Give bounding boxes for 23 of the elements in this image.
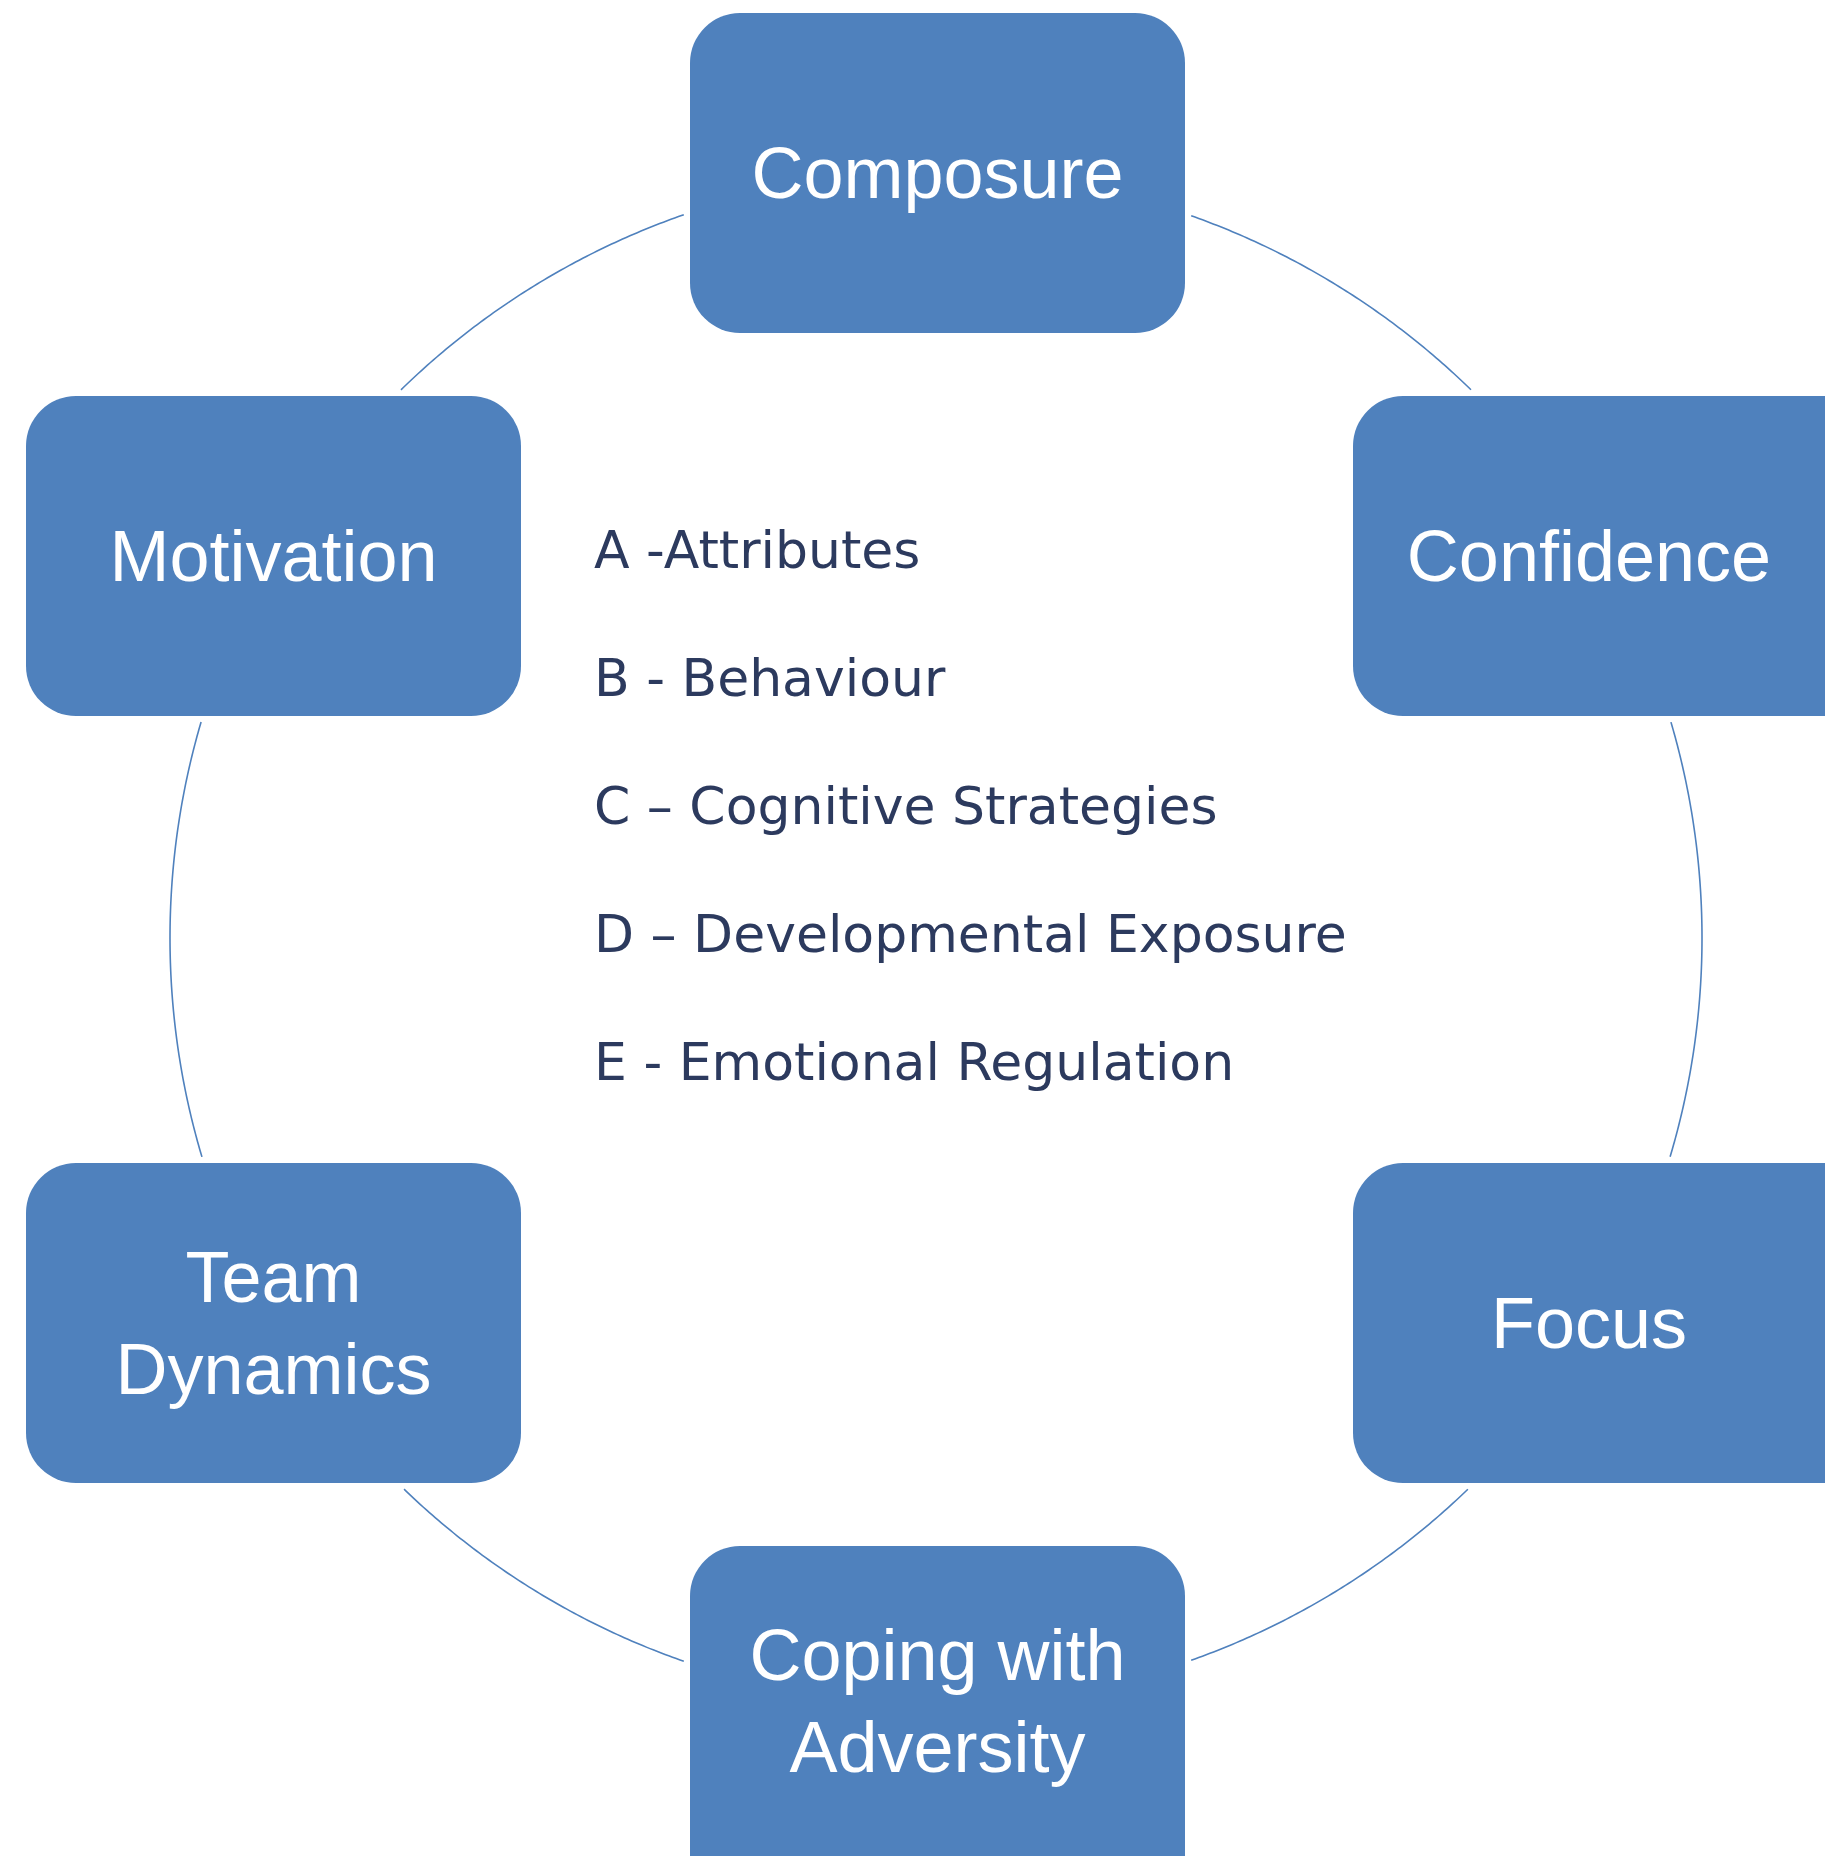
box-label: Coping with Adversity [748, 1614, 1127, 1789]
connector-arc [400, 213, 685, 391]
connector-arc [403, 1488, 685, 1663]
legend-text: A -Attributes [594, 519, 921, 582]
attribute-box [26, 1163, 521, 1483]
attribute-box [690, 1546, 1185, 1856]
legend-text: C – Cognitive Strategies [594, 775, 1218, 838]
box-label: Motivation [109, 515, 438, 598]
box-label: Composure [751, 132, 1124, 215]
attribute-box [690, 13, 1185, 333]
legend-text: E - Emotional Regulation [594, 1031, 1235, 1094]
legend-text: B - Behaviour [594, 647, 946, 710]
box-label: Focus [1490, 1282, 1688, 1365]
attribute-box [1353, 1163, 1825, 1483]
connector-arc [1190, 214, 1472, 391]
legend-text: D – Developmental Exposure [594, 903, 1347, 966]
attribute-box [26, 396, 521, 716]
connector-arc [1190, 1488, 1469, 1662]
connector-arc [1669, 721, 1703, 1158]
box-label: Team Dynamics [114, 1236, 433, 1411]
box-label: Confidence [1406, 515, 1772, 598]
attribute-box [1353, 396, 1825, 716]
connector-arc [169, 721, 203, 1158]
